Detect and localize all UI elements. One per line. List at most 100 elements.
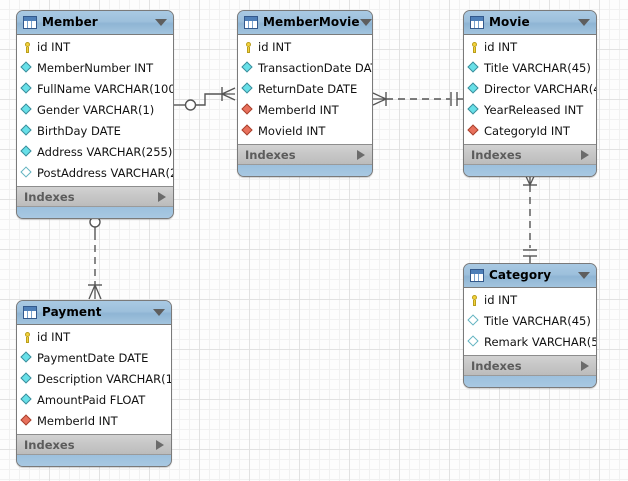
column-payment-4[interactable]: MemberId INT — [17, 411, 171, 432]
table-footer — [464, 165, 596, 176]
table-header[interactable]: Category — [464, 264, 596, 288]
column-label: Address VARCHAR(255) — [37, 145, 173, 159]
table-title-movie: Movie — [489, 15, 530, 29]
relationship-member-membermovie — [174, 87, 236, 111]
indexes-label: Indexes — [24, 437, 75, 452]
column-label: id INT — [258, 40, 292, 54]
relationship-movie-category — [523, 171, 537, 263]
chevron-down-icon[interactable] — [155, 19, 167, 26]
indexes-row-member[interactable]: Indexes — [17, 187, 173, 207]
column-label: id INT — [37, 40, 71, 54]
entity-table-payment[interactable]: Payment id INT PaymentDate DATE Descript… — [16, 300, 172, 467]
triangle-right-icon[interactable] — [581, 149, 589, 160]
key-icon — [21, 331, 34, 344]
diamond-hollow-icon — [467, 314, 481, 328]
column-payment-1[interactable]: PaymentDate DATE — [17, 348, 171, 369]
column-label: Title VARCHAR(45) — [484, 314, 591, 328]
indexes-row-payment[interactable]: Indexes — [17, 435, 171, 455]
column-member-3[interactable]: Gender VARCHAR(1) — [17, 100, 173, 121]
column-member-6[interactable]: PostAddress VARCHAR(255) — [17, 163, 173, 184]
column-label: BirthDay DATE — [37, 124, 121, 138]
entity-table-category[interactable]: Category id INT Title VARCHAR(45) Remark… — [463, 263, 597, 388]
table-header[interactable]: MemberMovie — [238, 11, 372, 35]
chevron-down-icon[interactable] — [578, 272, 590, 279]
key-icon — [468, 294, 481, 307]
indexes-row-category[interactable]: Indexes — [464, 356, 596, 376]
entity-table-membermovie[interactable]: MemberMovie id INT TransactionDate DATE … — [237, 10, 373, 177]
column-membermovie-0[interactable]: id INT — [238, 37, 372, 58]
table-header[interactable]: Member — [17, 11, 173, 35]
diamond-icon — [20, 103, 34, 117]
table-header[interactable]: Payment — [17, 301, 171, 325]
column-label: PostAddress VARCHAR(255) — [37, 166, 173, 180]
diamond-icon — [20, 351, 34, 365]
column-category-1[interactable]: Title VARCHAR(45) — [464, 311, 596, 332]
table-icon — [470, 16, 484, 29]
triangle-right-icon[interactable] — [581, 360, 589, 371]
chevron-down-icon[interactable] — [153, 309, 165, 316]
column-member-5[interactable]: Address VARCHAR(255) — [17, 142, 173, 163]
indexes-row-membermovie[interactable]: Indexes — [238, 145, 372, 165]
table-footer — [17, 455, 171, 466]
triangle-right-icon[interactable] — [156, 439, 164, 450]
column-member-0[interactable]: id INT — [17, 37, 173, 58]
diamond-icon — [20, 82, 34, 96]
indexes-label: Indexes — [471, 358, 522, 373]
table-icon — [470, 269, 484, 282]
table-title-member: Member — [42, 15, 98, 29]
diamond-hollow-icon — [467, 335, 481, 349]
column-label: Description VARCHAR(100) — [37, 372, 172, 386]
column-membermovie-1[interactable]: TransactionDate DATE — [238, 58, 372, 79]
key-icon — [21, 41, 34, 54]
relationship-member-payment — [88, 210, 102, 300]
column-movie-4[interactable]: CategoryId INT — [464, 121, 596, 142]
chevron-down-icon[interactable] — [578, 19, 590, 26]
diamond-icon — [20, 61, 34, 75]
column-label: ReturnDate DATE — [258, 82, 358, 96]
diamond-icon — [467, 61, 481, 75]
column-label: YearReleased INT — [484, 103, 584, 117]
chevron-down-icon[interactable] — [359, 19, 372, 26]
column-member-2[interactable]: FullName VARCHAR(100) — [17, 79, 173, 100]
column-member-4[interactable]: BirthDay DATE — [17, 121, 173, 142]
triangle-right-icon[interactable] — [357, 149, 365, 160]
table-columns: id INT MemberNumber INT FullName VARCHAR… — [17, 35, 173, 187]
column-member-1[interactable]: MemberNumber INT — [17, 58, 173, 79]
column-category-0[interactable]: id INT — [464, 290, 596, 311]
table-footer — [238, 165, 372, 176]
triangle-right-icon[interactable] — [158, 191, 166, 202]
diamond-hollow-icon — [20, 166, 34, 180]
table-header[interactable]: Movie — [464, 11, 596, 35]
column-payment-3[interactable]: AmountPaid FLOAT — [17, 390, 171, 411]
diamond-red-icon — [467, 124, 481, 138]
column-membermovie-4[interactable]: MovieId INT — [238, 121, 372, 142]
table-icon — [244, 16, 258, 29]
column-movie-2[interactable]: Director VARCHAR(45) — [464, 79, 596, 100]
table-footer — [464, 376, 596, 387]
diamond-red-icon — [241, 103, 255, 117]
diamond-red-icon — [20, 414, 34, 428]
column-movie-1[interactable]: Title VARCHAR(45) — [464, 58, 596, 79]
column-label: Remark VARCHAR(500) — [484, 335, 597, 349]
entity-table-movie[interactable]: Movie id INT Title VARCHAR(45) Director … — [463, 10, 597, 177]
column-payment-2[interactable]: Description VARCHAR(100) — [17, 369, 171, 390]
column-label: MemberId INT — [37, 414, 118, 428]
column-label: id INT — [37, 330, 71, 344]
column-label: CategoryId INT — [484, 124, 570, 138]
column-payment-0[interactable]: id INT — [17, 327, 171, 348]
table-columns: id INT Title VARCHAR(45) Remark VARCHAR(… — [464, 288, 596, 356]
indexes-row-movie[interactable]: Indexes — [464, 145, 596, 165]
column-membermovie-3[interactable]: MemberId INT — [238, 100, 372, 121]
diamond-icon — [467, 103, 481, 117]
table-icon — [23, 16, 37, 29]
column-movie-3[interactable]: YearReleased INT — [464, 100, 596, 121]
column-membermovie-2[interactable]: ReturnDate DATE — [238, 79, 372, 100]
column-movie-0[interactable]: id INT — [464, 37, 596, 58]
column-label: TransactionDate DATE — [258, 61, 373, 75]
column-label: AmountPaid FLOAT — [37, 393, 146, 407]
column-category-2[interactable]: Remark VARCHAR(500) — [464, 332, 596, 353]
column-label: id INT — [484, 293, 518, 307]
relationship-membermovie-movie — [372, 92, 463, 106]
entity-table-member[interactable]: Member id INT MemberNumber INT FullName … — [16, 10, 174, 219]
